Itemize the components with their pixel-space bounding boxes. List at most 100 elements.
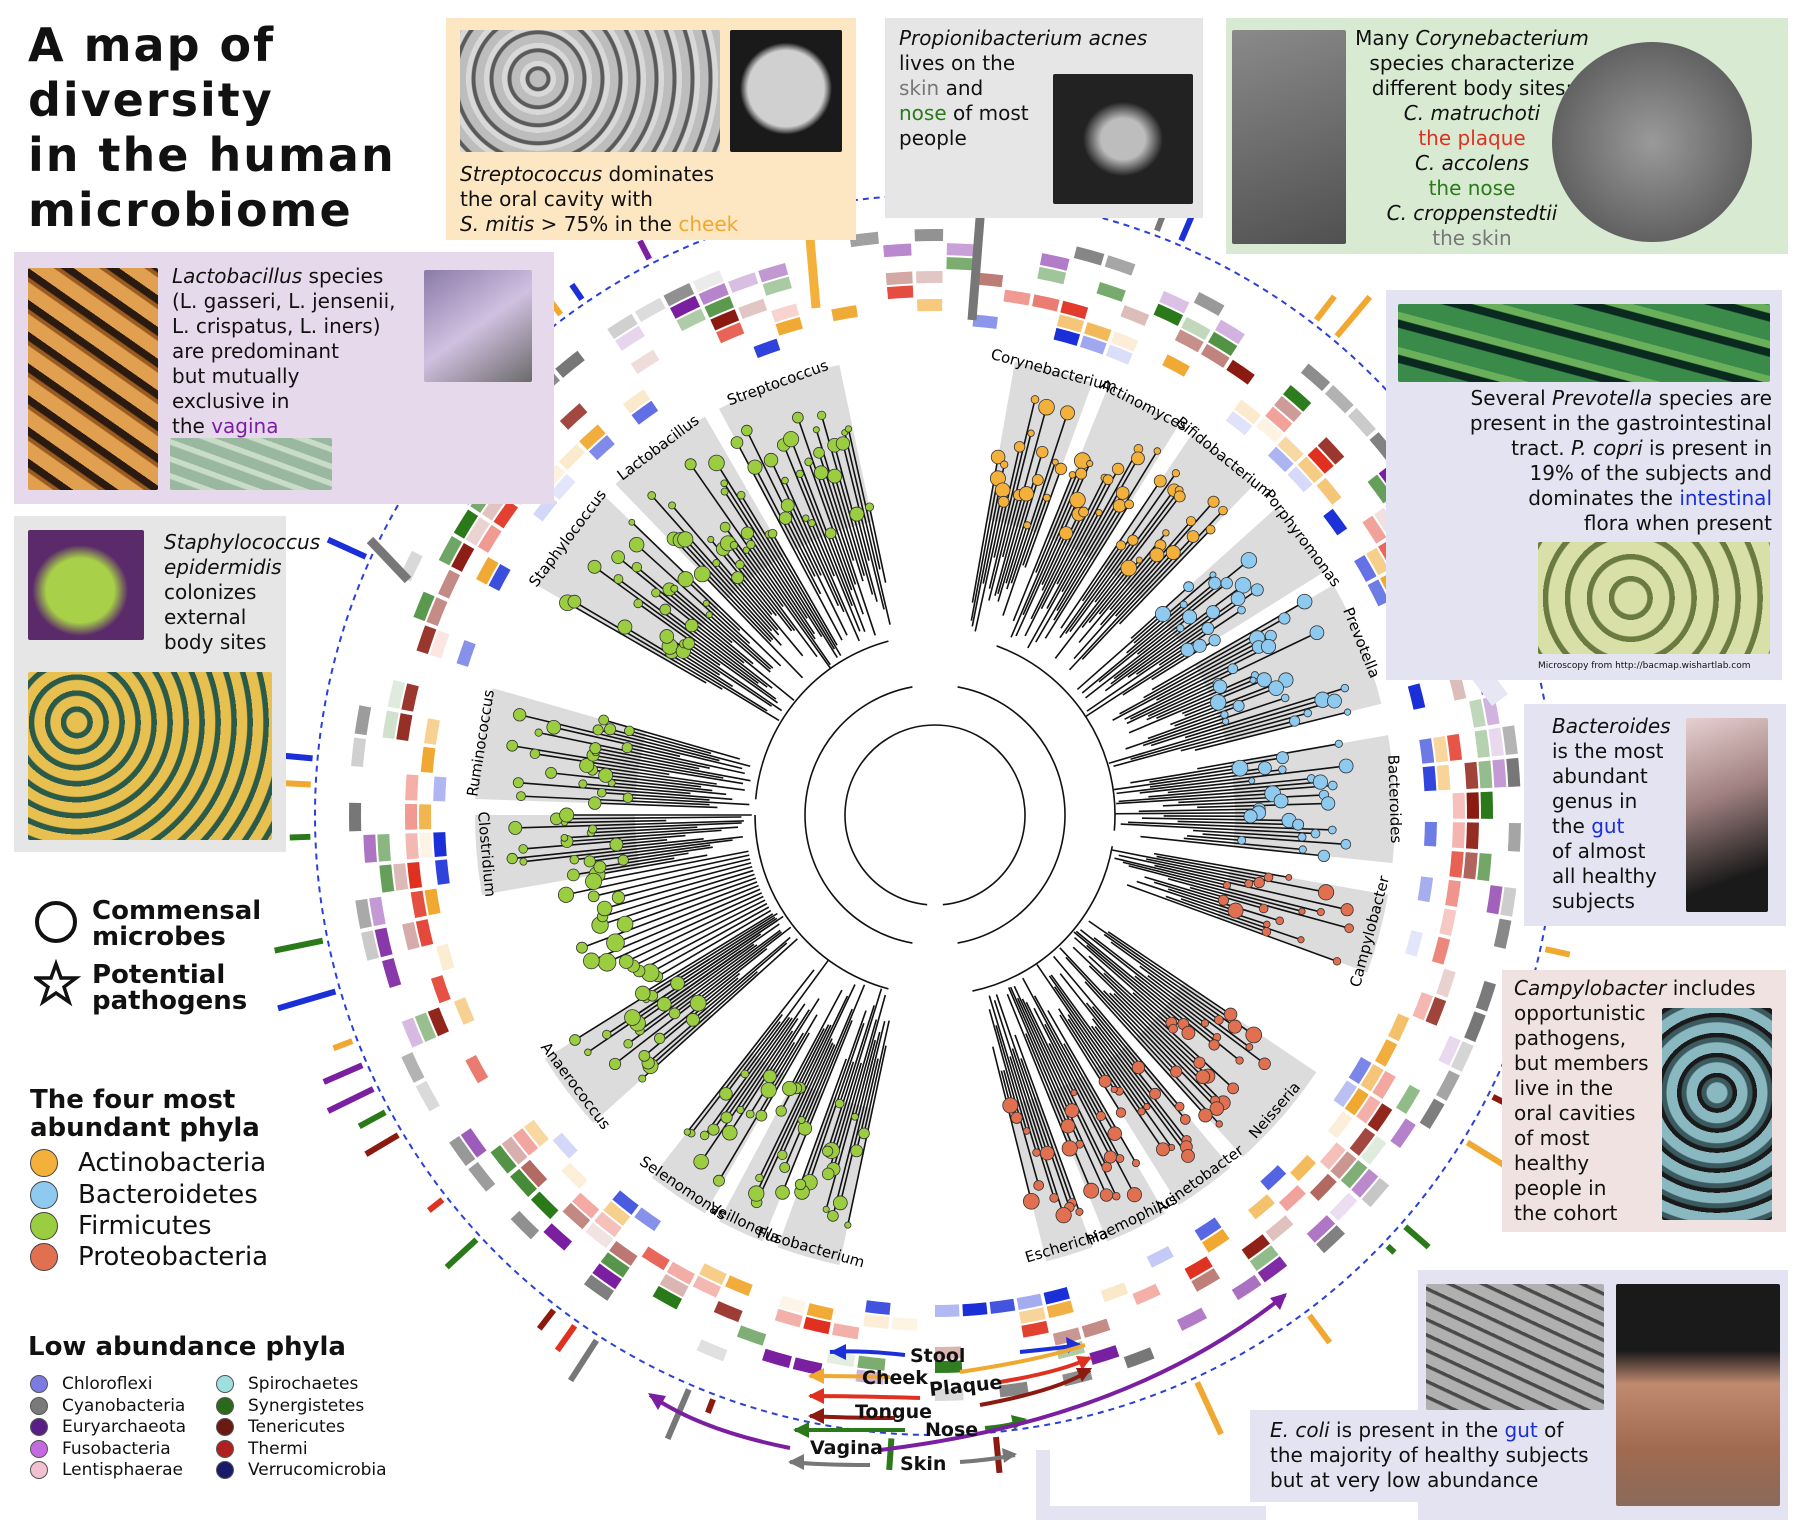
leaf-marker [747, 459, 763, 475]
leaf-marker [1222, 717, 1230, 726]
leaf-marker [1185, 516, 1197, 527]
leaf-marker [585, 872, 603, 890]
leaf-marker [618, 954, 634, 969]
lactobacillus-photo-3 [170, 438, 332, 490]
leaf-marker [654, 1032, 666, 1045]
leaf-marker [720, 487, 729, 496]
leaf-marker [736, 1105, 745, 1114]
bacteroides-callout: Bacteroides is the most abundant genus i… [1524, 704, 1786, 926]
leaf-marker [1285, 873, 1293, 881]
leaf-marker [1061, 1140, 1078, 1157]
leaf-marker [1107, 1126, 1122, 1141]
leaf-marker [775, 1185, 790, 1200]
leaf-marker [1207, 495, 1220, 508]
body-site-arrows [648, 1293, 1287, 1470]
leaf-marker [1155, 1142, 1170, 1157]
leaf-markers [506, 395, 1354, 1229]
leaf-marker [1297, 832, 1307, 842]
leaf-marker [624, 725, 635, 737]
leaf-marker [628, 537, 645, 553]
leaf-marker [1320, 796, 1336, 811]
leaf-marker [1086, 460, 1094, 468]
leaf-marker [748, 1185, 765, 1202]
leaf-marker [1153, 474, 1167, 488]
leaf-marker [1060, 1118, 1076, 1134]
leaf-marker [579, 758, 595, 774]
low-phylum-synergistetes: Synergistetes [216, 1396, 364, 1416]
leaf-marker [1268, 680, 1284, 696]
leaf-marker [1098, 1074, 1112, 1088]
lactobacillus-photo-2 [424, 270, 532, 382]
cyanobacteria-swatch [30, 1396, 48, 1415]
leaf-marker [1327, 780, 1338, 791]
leaf-marker [1168, 1023, 1178, 1034]
leaf-marker [741, 424, 753, 437]
leaf-marker [617, 854, 629, 866]
ecoli-photo-panel [1418, 1270, 1788, 1520]
leaf-marker [1095, 509, 1103, 517]
leaf-marker [699, 1130, 710, 1141]
leaf-marker [588, 796, 602, 810]
leaf-marker [1183, 581, 1194, 593]
leaf-marker [686, 1012, 700, 1027]
leaf-marker [720, 479, 729, 488]
leaf-marker [1027, 429, 1035, 437]
bacteroidetes-swatch [30, 1181, 58, 1209]
leaf-marker [858, 1127, 870, 1140]
corynebacterium-callout: Many Corynebacterium species characteriz… [1226, 18, 1788, 254]
leaf-marker [1263, 920, 1271, 929]
leaf-marker [813, 465, 829, 480]
leaf-marker [602, 1029, 612, 1040]
leaf-marker [708, 454, 725, 472]
leaf-marker [1340, 903, 1354, 917]
prevotella-callout: Several Prevotella species are present i… [1386, 290, 1782, 680]
thermi-swatch [216, 1439, 234, 1458]
clade-sector [719, 1079, 823, 1242]
leaf-marker [1064, 1103, 1080, 1118]
leaf-marker [707, 1123, 720, 1136]
lactobacillus-callout: Lactobacillus species (L. gasseri, L. je… [14, 252, 554, 504]
leaf-marker [611, 890, 626, 905]
leaf-marker [1263, 872, 1274, 883]
clade-sector [1093, 1044, 1231, 1206]
leaf-marker [1227, 902, 1244, 919]
prevotella-photo [1398, 304, 1770, 382]
synergistetes-swatch [216, 1396, 234, 1415]
leaf-marker [1022, 1192, 1040, 1210]
low-phylum-spirochaetes: Spirochaetes [216, 1374, 358, 1394]
low-phylum-euryarchaeota: Euryarchaeota [30, 1417, 186, 1437]
streptococcus-callout: Streptococcus dominates the oral cavity … [446, 18, 856, 240]
leaf-marker [1223, 1007, 1238, 1022]
leaf-marker [1292, 818, 1305, 831]
leaf-marker [1234, 577, 1252, 594]
leaf-marker [1033, 1180, 1044, 1191]
leaf-marker [635, 985, 651, 1002]
leaf-marker [722, 1125, 738, 1141]
leaf-marker [844, 1221, 852, 1229]
leaf-marker [529, 748, 541, 760]
leaf-marker [1181, 1025, 1196, 1040]
leaf-marker [576, 941, 588, 954]
leaf-marker [1227, 1082, 1240, 1095]
leaf-marker [628, 518, 636, 526]
leaf-marker [865, 502, 875, 512]
leaf-marker [740, 526, 754, 540]
leaf-marker [1205, 524, 1216, 535]
leaf-marker [1022, 1127, 1031, 1135]
leaf-marker [611, 550, 625, 565]
leaf-marker [1000, 460, 1009, 469]
leaf-marker [1298, 907, 1306, 915]
leaf-marker [802, 514, 810, 522]
leaf-marker [1327, 825, 1337, 835]
leaf-marker [1332, 957, 1342, 966]
leaf-marker [821, 1167, 835, 1181]
leaf-marker [797, 1115, 806, 1125]
leaf-marker [1143, 1103, 1151, 1111]
leaf-marker [1031, 474, 1044, 486]
leaf-marker [1131, 1159, 1141, 1168]
plaque-arrow [809, 1394, 921, 1400]
leaf-marker [736, 490, 746, 500]
leaf-marker [827, 1210, 839, 1222]
leaf-marker [1112, 1192, 1121, 1201]
verrucomicrobia-swatch [216, 1461, 234, 1479]
